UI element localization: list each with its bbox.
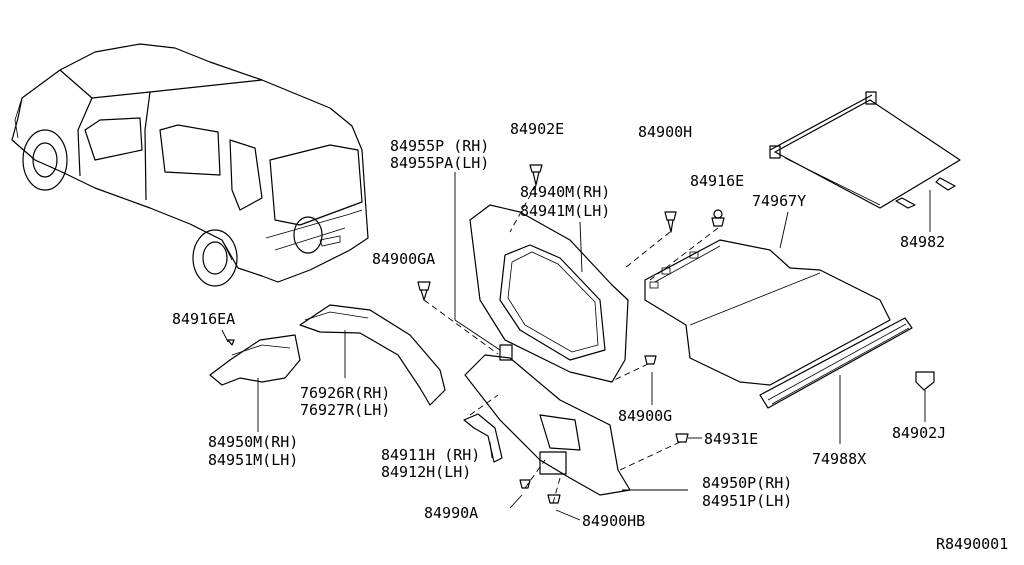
leader-lines: [221, 172, 931, 521]
label-84950M-line1: 84950M(RH): [208, 433, 298, 451]
label-84916EA: 84916EA: [172, 310, 235, 328]
side-finisher-84950M: [209, 334, 301, 386]
sill-plate-74988X: [759, 317, 913, 409]
label-84955-line1: 84955P (RH): [390, 137, 489, 155]
label-84940-line2: 84941M(LH): [520, 202, 610, 220]
label-84916E: 84916E: [690, 172, 744, 190]
assembly-lines: [423, 184, 719, 504]
label-84950M-line2: 84951M(LH): [208, 451, 298, 469]
label-84900H: 84900H: [638, 123, 692, 141]
tonneau-cover-84982: [769, 91, 961, 209]
bracket-84911H: [463, 413, 503, 463]
diagram-id: R8490001: [936, 535, 1008, 553]
label-76926-line1: 76926R(RH): [300, 384, 390, 402]
label-84911H-line1: 84911H (RH): [381, 446, 480, 464]
lower-finisher-84950P: [464, 354, 631, 496]
label-84950P-line2: 84951P(LH): [702, 492, 792, 510]
label-84955-line2: 84955PA(LH): [390, 154, 489, 172]
label-84940-line1: 84940M(RH): [520, 183, 610, 201]
cargo-mat-74967Y: [644, 239, 891, 386]
label-84990A: 84990A: [424, 504, 478, 522]
side-finisher-84940M: [469, 204, 629, 383]
label-74967Y: 74967Y: [752, 192, 806, 210]
label-84902E: 84902E: [510, 120, 564, 138]
label-76926-line2: 76927R(LH): [300, 401, 390, 419]
label-84911H-line2: 84912H(LH): [381, 463, 471, 481]
label-84931E: 84931E: [704, 430, 758, 448]
label-84982: 84982: [900, 233, 945, 251]
part-labels: 84955P (RH) 84955PA(LH) 84902E 84900H 84…: [172, 120, 1008, 553]
label-84900GA: 84900GA: [372, 250, 435, 268]
vehicle-illustration: [11, 43, 369, 287]
label-84900HB: 84900HB: [582, 512, 645, 530]
label-84902J: 84902J: [892, 424, 946, 442]
label-84900G: 84900G: [618, 407, 672, 425]
wheel-house-76926R: [299, 304, 446, 406]
label-84950P-line1: 84950P(RH): [702, 474, 792, 492]
label-74988X: 74988X: [812, 450, 866, 468]
